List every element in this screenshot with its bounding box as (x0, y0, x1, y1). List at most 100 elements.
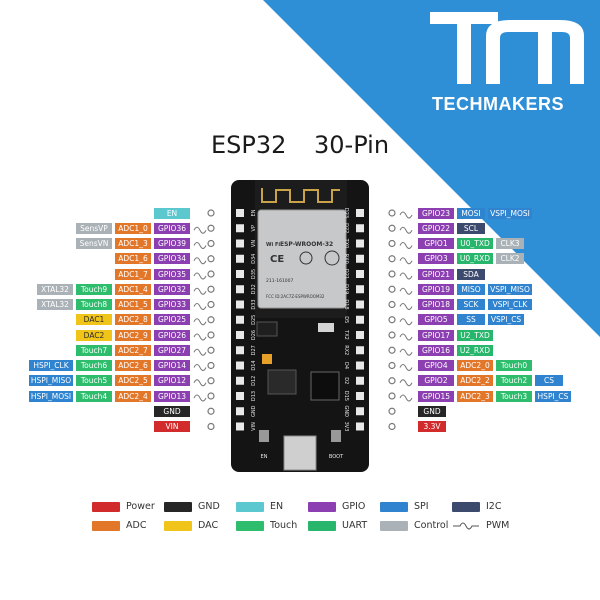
left-pin-label: Touch5 (76, 375, 112, 387)
left-silk-d34: D34 (251, 254, 257, 264)
left-pin-pad (236, 300, 244, 309)
left-pin-dot (207, 377, 215, 385)
right-silk-d15: D15 (343, 391, 349, 401)
left-pin-label: GPIO27 (154, 344, 190, 356)
right-pin-dot (388, 377, 396, 385)
right-pin-label: Touch0 (496, 360, 532, 371)
left-pin-label: GPIO35 (154, 268, 190, 280)
antenna-trace (261, 188, 340, 203)
left-silk-vn: VN (251, 240, 257, 247)
left-silk-d33: D33 (251, 299, 257, 309)
right-pwm-icon (399, 211, 413, 219)
right-pin-pad (356, 407, 364, 416)
right-pin-label: ADC2_2 (457, 375, 493, 387)
left-pwm-icon (193, 379, 207, 387)
right-pin-label: SS (457, 314, 485, 326)
right-pin-pad (356, 209, 364, 217)
left-pin-label: GPIO34 (154, 253, 190, 265)
legend-label: SPI (414, 501, 429, 512)
right-pin-label: GPIO16 (418, 344, 454, 356)
right-pin-label: GND (418, 405, 446, 417)
right-pin-label: SDA (457, 268, 485, 280)
right-silk-d2: D2 (343, 377, 349, 384)
right-pwm-icon (399, 333, 413, 341)
right-pin-label: Touch3 (496, 390, 532, 402)
legend-label: ADC (126, 520, 147, 531)
left-pin-label: XTAL32 (37, 299, 73, 310)
left-pin-label: EN (154, 207, 190, 219)
left-pin-label: ADC2_6 (115, 360, 151, 371)
left-pin-pad (236, 285, 244, 294)
right-pin-dot (388, 361, 396, 370)
title-part2: 30-Pin (314, 131, 390, 159)
right-silk-d22: D22 (343, 223, 349, 233)
right-pwm-icon (399, 379, 413, 387)
left-pwm-icon (193, 272, 207, 280)
left-pin-label: GPIO25 (154, 314, 190, 326)
left-pin-label: ADC2_8 (115, 314, 151, 326)
right-pin-label: U0_TXD (457, 238, 493, 249)
right-silk-d18: D18 (343, 299, 349, 309)
right-pin-dot (388, 255, 396, 263)
brand-name: TECHMAKERS (432, 94, 565, 114)
right-pin-label: GPIO3 (418, 253, 454, 265)
cert-circle-icon (299, 251, 313, 265)
left-pin-pad (236, 209, 244, 217)
right-pin-label: GPIO4 (418, 360, 454, 371)
left-silk-d26: D26 (251, 330, 257, 340)
left-pin-label: Touch4 (76, 390, 112, 402)
legend-swatch (452, 502, 480, 512)
right-silk-gnd: GND (343, 406, 349, 418)
right-pin-label: SCL (457, 222, 485, 234)
en-button-icon (259, 430, 269, 442)
left-pin-label: ADC2_4 (115, 390, 151, 402)
right-silk-d23: D23 (343, 208, 349, 218)
right-pin-pad (356, 315, 364, 324)
legend-label: UART (342, 520, 368, 531)
tm-logo-icon (430, 12, 584, 84)
left-pin-dot (207, 407, 215, 415)
right-pin-pad (356, 392, 364, 400)
left-pin-label: ADC1_6 (115, 253, 151, 265)
boot-button-icon (331, 430, 341, 442)
left-silk-gnd: GND (251, 405, 257, 417)
right-pin-dot (388, 422, 396, 431)
right-pin-label: GPIO21 (418, 268, 454, 280)
legend-swatch (164, 502, 192, 512)
left-pin-label: GND (154, 405, 190, 417)
right-pwm-icon (399, 226, 413, 234)
wifi-cert-icon (324, 250, 340, 266)
left-pin-dot (207, 224, 215, 232)
left-pin-pad (236, 239, 244, 248)
left-pwm-icon (193, 348, 207, 356)
right-silk-d21: D21 (343, 269, 349, 279)
legend-label: GPIO (342, 501, 366, 512)
right-pin-label: 3.3V (418, 421, 446, 432)
right-pin-dot (388, 239, 396, 248)
right-pin-dot (388, 392, 396, 400)
right-pin-label: ADC2_0 (457, 360, 493, 371)
left-pin-pad (236, 331, 244, 339)
left-pin-label: GPIO26 (154, 329, 190, 341)
brand-triangle (263, 0, 600, 337)
boot-button-label: BOOT (329, 454, 344, 460)
title-part1: ESP32 (210, 131, 287, 159)
left-pwm-icon (193, 364, 207, 371)
right-pin-label: MISO (457, 283, 485, 295)
left-silk-en: EN (251, 209, 257, 216)
left-silk-vp: VP (251, 225, 257, 231)
right-pin-pad (356, 270, 364, 278)
left-pin-label: HSPI_MOSI (29, 390, 73, 402)
right-pwm-icon (399, 394, 413, 402)
left-silk-d12: D12 (251, 376, 257, 386)
legend-swatch (308, 521, 336, 531)
wifi-logo-text: Wi Fi (266, 242, 280, 248)
right-pin-dot (388, 224, 396, 232)
right-silk-tx2: TX2 (343, 329, 349, 340)
left-pin-pad (236, 361, 244, 370)
legend-label: I2C (486, 501, 502, 512)
chip-1 (256, 321, 278, 337)
left-pwm-icon (193, 333, 207, 341)
right-pin-dot (388, 407, 396, 415)
